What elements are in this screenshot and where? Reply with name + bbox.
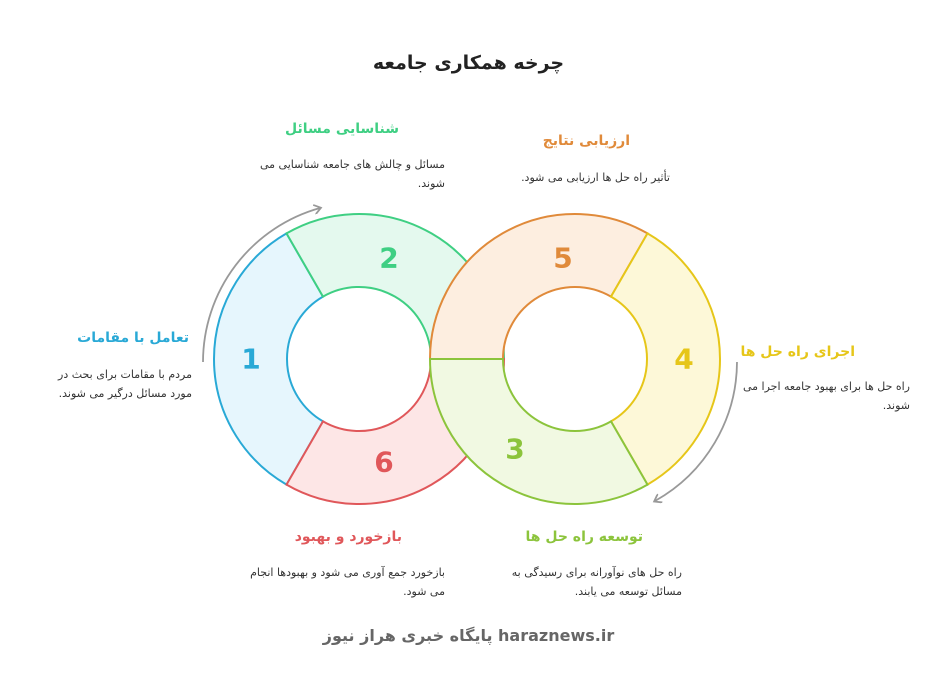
- step-6-number: 6: [374, 446, 393, 479]
- ring-segment-4: [609, 232, 721, 486]
- step-2-number: 2: [379, 242, 398, 275]
- step-5-number: 5: [553, 242, 572, 275]
- step-1-number: 1: [241, 343, 260, 376]
- step-3-heading: توسعه راه حل ها: [525, 529, 644, 545]
- step-4-description: راه حل ها برای بهبود جامعه اجرا می شوند.: [742, 380, 910, 412]
- step-4-number: 4: [674, 343, 693, 376]
- cycle-arrow-left: [202, 208, 320, 363]
- step-3-description: راه حل های نوآورانه برای رسیدگی به مسائل…: [511, 566, 682, 598]
- cycle-arrow-right: [655, 361, 738, 501]
- step-5-heading: ارزیابی نتایج: [542, 133, 630, 149]
- diagram-title: چرخه همکاری جامعه: [372, 52, 565, 74]
- step-6-heading: بازخورد و بهبود: [294, 529, 402, 545]
- step-4-heading: اجرای راه حل ها: [740, 344, 855, 360]
- ring-segment-1: [213, 232, 325, 486]
- step-5-description: تأثیر راه حل ها ارزیابی می شود.: [521, 171, 670, 184]
- step-1-heading: تعامل با مقامات: [77, 330, 189, 346]
- footer-credit: haraznews.ir پایگاه خبری هراز نیوز: [322, 626, 615, 645]
- step-2-description: مسائل و چالش های جامعه شناسایی می شوند.: [259, 158, 445, 190]
- ring-segment-3: [428, 358, 649, 505]
- step-6-description: بازخورد جمع آوری می شود و بهبودها انجام …: [250, 566, 445, 598]
- ring-segment-5: [428, 213, 649, 360]
- step-2-heading: شناسایی مسائل: [285, 121, 399, 137]
- step-1-description: مردم با مقامات برای بحث در مورد مسائل در…: [58, 368, 192, 400]
- step-3-number: 3: [505, 433, 524, 466]
